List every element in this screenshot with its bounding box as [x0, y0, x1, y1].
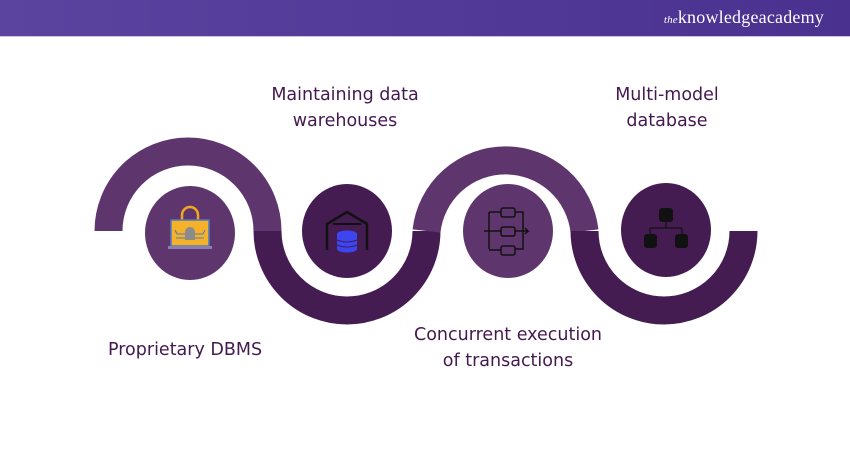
logo-prefix: the: [663, 14, 678, 26]
label-line: Concurrent execution: [414, 325, 602, 345]
step-label-1: Proprietary DBMS: [108, 337, 262, 363]
brand-logo: theknowledgeacademy: [664, 7, 824, 28]
step-label-4: Multi-model database: [567, 82, 767, 134]
label-line: Proprietary DBMS: [108, 340, 263, 360]
step-circle-4: [621, 183, 711, 277]
label-line: database: [626, 111, 708, 131]
top-arc-2: [412, 146, 599, 233]
bottom-arc-1: [253, 230, 441, 325]
database-hierarchy-icon: [644, 208, 688, 248]
bottom-arc-2: [570, 230, 758, 325]
parallel-transactions-icon: [484, 207, 530, 256]
label-line: warehouses: [292, 111, 398, 131]
warehouse-database-icon: [325, 210, 369, 253]
header-bar: theknowledgeacademy: [0, 0, 850, 37]
label-line: Multi-model: [615, 85, 719, 105]
label-line: of transactions: [442, 351, 574, 371]
step-circle-3: [463, 184, 553, 278]
label-line: Maintaining data: [271, 85, 419, 105]
step-label-3: Concurrent execution of transactions: [398, 322, 618, 374]
logo-main: knowledgeacademy: [677, 7, 824, 27]
padlock-circuit-icon: [168, 205, 212, 249]
step-label-2: Maintaining data warehouses: [245, 82, 445, 134]
top-arc-1: [94, 137, 282, 232]
